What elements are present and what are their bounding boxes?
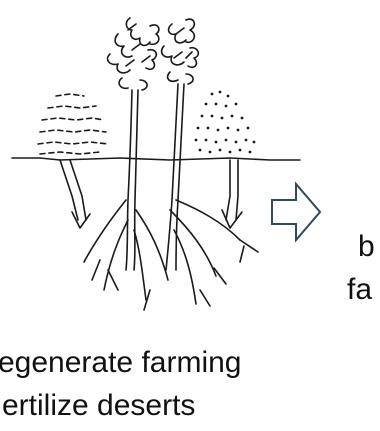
left-tree-canopy xyxy=(108,18,159,90)
left-shrub xyxy=(38,94,108,154)
root-system xyxy=(60,160,258,310)
left-trunk xyxy=(126,90,132,270)
right-tree-canopy xyxy=(162,19,199,84)
plant-root-sketch xyxy=(0,0,380,380)
right-arrow-outline-icon xyxy=(272,184,320,240)
caption-fragment-b: b xyxy=(358,230,375,264)
caption-fertilize-deserts: ertilize deserts xyxy=(2,389,195,423)
caption-regenerate-farming: regenerate farming xyxy=(0,346,241,380)
ground-line xyxy=(12,158,300,160)
caption-fragment-fa: fa xyxy=(347,273,372,307)
right-shrub xyxy=(195,91,256,154)
